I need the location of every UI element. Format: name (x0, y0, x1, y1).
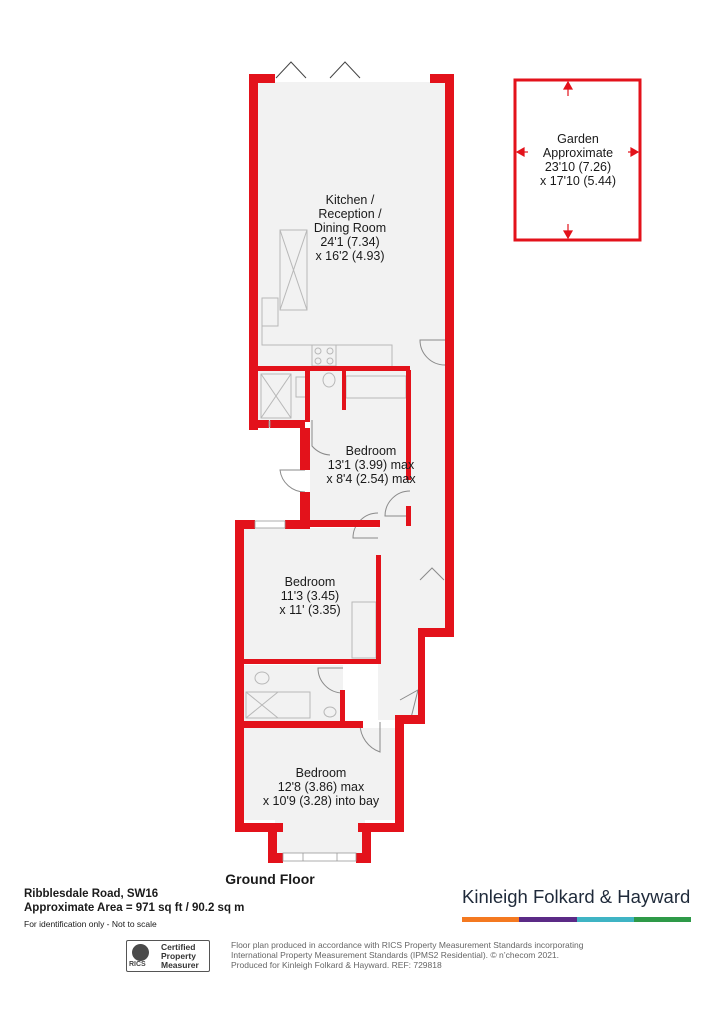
bedroom3-door (359, 722, 381, 753)
rics-text: Certified Property Measurer (161, 941, 199, 970)
kitchen-floor (257, 82, 445, 370)
bedroom1-door (384, 490, 411, 517)
rics-logo-icon: RICS (127, 941, 157, 971)
wall-bay-left (268, 823, 277, 863)
wall-bed1-right-low (406, 506, 411, 526)
garden-outline (513, 78, 642, 242)
brand-color-bar (462, 917, 691, 922)
wall-kitchen-bottom-r (342, 366, 410, 371)
wall-bed1-left-low (300, 492, 310, 528)
kitchen-label: Kitchen / Reception / Dining Room 24'1 (… (313, 193, 387, 263)
bathroom-toilet (254, 671, 270, 685)
shower-tray (260, 373, 292, 419)
wall-bed1-left (300, 428, 310, 470)
wall-hall-right-lower (418, 628, 425, 722)
bedroom1-label: Bedroom 13'1 (3.99) max x 8'4 (2.54) max (326, 444, 416, 486)
wall-bed3-right (395, 715, 404, 832)
arrow-left (515, 146, 525, 158)
wall-bed2-top-mid (285, 520, 310, 529)
corridor-floor (378, 520, 418, 720)
wall-bed1-right (406, 370, 411, 480)
bathroom-floor (243, 665, 343, 722)
bay-floor (275, 820, 365, 855)
brand-bar-green (633, 917, 691, 922)
garden (513, 78, 642, 242)
scale-note: For identification only - Not to scale (24, 919, 157, 929)
wall-right-upper (445, 74, 454, 637)
wall-bay-right-h (358, 823, 404, 832)
doors (275, 61, 446, 753)
bedroom2-label: Bedroom 11'3 (3.45) x 11' (3.35) (279, 575, 341, 617)
rics-badge: RICS Certified Property Measurer (126, 940, 210, 972)
wall-left-upper (249, 74, 258, 429)
window-bay (282, 852, 357, 862)
store-door (279, 469, 306, 493)
kitchen-hall-door (419, 339, 446, 366)
wall-store-left (249, 420, 258, 430)
wall-ensuite-right (305, 370, 310, 422)
wall-kitchen-bottom (257, 366, 342, 371)
bedroom3-label: Bedroom 12'8 (3.86) max x 10'9 (3.28) in… (262, 766, 380, 808)
wall-bay-bottom-r (356, 853, 371, 863)
wall-store-bottom (270, 420, 305, 428)
property-info: Ribblesdale Road, SW16 Approximate Area … (24, 887, 244, 931)
window-bed2 (254, 520, 286, 529)
wall-bed1-top-l (342, 370, 346, 410)
wall-bath-bottom (243, 721, 363, 728)
wall-bath-right (340, 690, 345, 726)
wall-bed3-top-right (395, 715, 425, 724)
brand-bar-orange (462, 917, 520, 922)
garden-doors (275, 61, 361, 79)
bedroom2-floor (243, 528, 378, 660)
wall-bed1-bottom (300, 520, 380, 527)
arrow-right (630, 146, 640, 158)
brand-bar-cyan (576, 917, 634, 922)
wall-bay-corner-l (235, 823, 268, 832)
disclaimer: Floor plan produced in accordance with R… (231, 940, 584, 970)
wall-bed2-left (235, 520, 244, 832)
ensuite-floor (257, 370, 310, 422)
area: Approximate Area = 971 sq ft / 90.2 sq m (24, 902, 245, 914)
hall-cupboard-door (419, 567, 445, 581)
bedroom3-floor (243, 728, 395, 820)
sink (261, 297, 279, 327)
bedroom1-floor (310, 370, 410, 522)
wall-bed2-right (376, 555, 381, 663)
wall-bay-right (362, 823, 371, 863)
room-floors (243, 82, 445, 855)
windows (254, 420, 357, 862)
walls (235, 74, 454, 863)
brand-bar-purple (519, 917, 577, 922)
window-ensuite (268, 420, 271, 428)
fixtures (245, 229, 407, 719)
floor-title: Ground Floor (225, 871, 315, 887)
garden-label: Garden Approximate 23'10 (7.26) x 17'10 … (539, 132, 617, 188)
wall-bed2-bottom (243, 659, 381, 664)
worktop (279, 229, 308, 311)
arrow-down (562, 230, 574, 240)
wall-bay-bottom-l (268, 853, 283, 863)
wall-kitchen-top-left (249, 74, 275, 83)
ensuite-door (311, 420, 331, 456)
brand-name: Kinleigh Folkard & Hayward (462, 886, 691, 907)
wall-ensuite-bottom (249, 420, 269, 428)
address: Ribblesdale Road, SW16 (24, 888, 159, 900)
wall-hall-right-step (418, 628, 454, 637)
bathroom-basin (323, 706, 337, 718)
arrow-up (562, 80, 574, 90)
wall-bed2-top-left (235, 520, 255, 529)
ensuite-toilet (322, 372, 336, 388)
bathroom-door (317, 667, 344, 694)
wall-kitchen-top-right (430, 74, 454, 83)
